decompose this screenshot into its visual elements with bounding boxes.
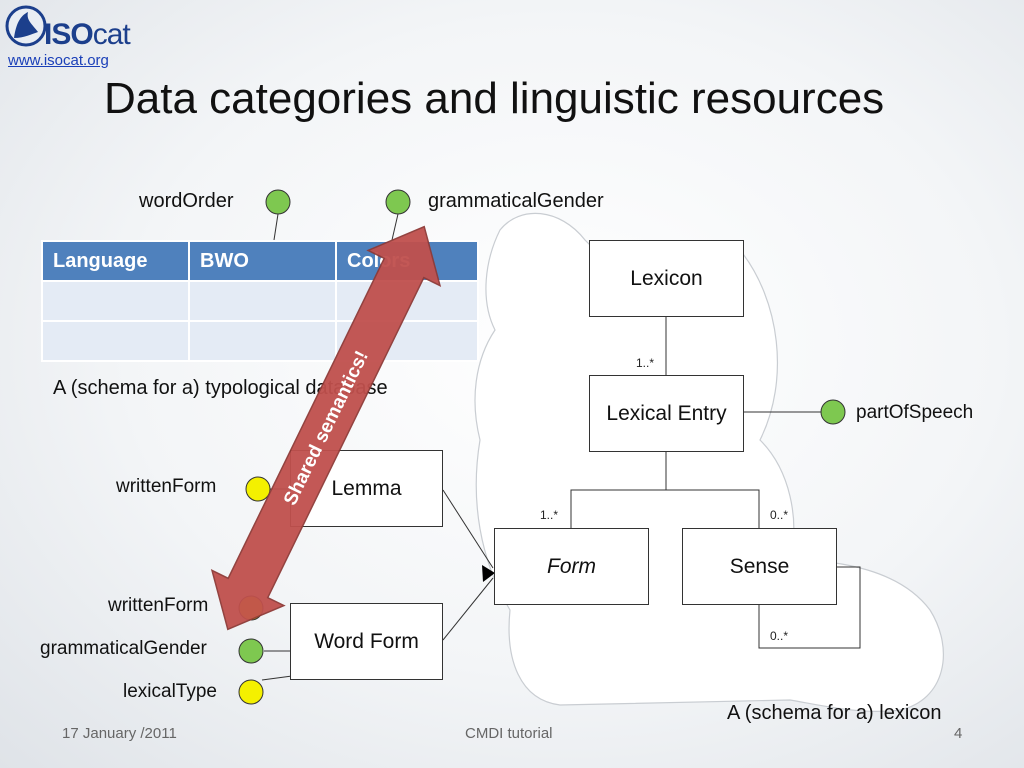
table-cell [188,280,337,322]
wordorder-connector [273,213,279,241]
wf-lexicaltype-dc-circle [238,679,264,705]
column-header-language: Language [41,240,190,282]
wf-writtenform-label: writtenForm [108,595,209,616]
wordorder-label: wordOrder [139,190,234,212]
wordorder-dc-circle [265,189,291,215]
multiplicity-entry-sense: 0..* [770,508,789,522]
partofspeech-label: partOfSpeech [856,402,974,423]
grammaticalgender-dc-circle [385,189,411,215]
table-cell [41,280,190,322]
partofspeech-dc-circle [820,399,846,425]
grammaticalgender-label: grammaticalGender [428,190,604,212]
table-cell [41,320,190,362]
isocat-link[interactable]: www.isocat.org [8,52,109,69]
column-header-bwo: BWO [188,240,337,282]
cat-logo-icon [5,5,47,47]
wf-lexicaltype-label: lexicalType [123,681,217,702]
entry-children-branch [570,489,760,528]
form-class-box: Form [494,528,649,605]
lexicon-class-box: Lexicon [589,240,744,317]
table-row [41,280,479,322]
multiplicity-sense-self: 0..* [770,629,789,643]
wordform-to-form [442,577,494,641]
multiplicity-entry-form: 1..* [540,508,559,522]
wf-grammaticalgender-label: grammaticalGender [40,638,207,659]
word-form-class-box: Word Form [290,603,443,680]
sense-self-relation [758,566,861,649]
generalization-arrowhead [482,565,495,582]
lemma-writtenform-dc-circle [245,476,271,502]
double-arrow-icon [210,225,442,631]
multiplicity-lexicon-entry: 1..* [636,356,655,370]
typology-caption: A (schema for a) typological database [53,377,388,399]
table-cell [188,320,337,362]
footer-date: 17 January /2011 [62,725,177,742]
page-number: 4 [954,725,963,742]
wf-lt-connector [261,675,293,681]
wf-grammaticalgender-dc-circle [238,638,264,664]
footer-title: CMDI tutorial [465,725,553,742]
slide-title: Data categories and linguistic resources [104,74,885,123]
lexicon-caption: A (schema for a) lexicon [727,702,942,724]
logo-wordmark: ISOcat [44,18,131,51]
lemma-to-form [442,489,494,569]
lemma-writtenform-label: writtenForm [116,476,217,497]
sense-class-box: Sense [682,528,837,605]
lexical-entry-class-box: Lexical Entry [589,375,744,452]
grammaticalgender-connector [391,213,399,241]
